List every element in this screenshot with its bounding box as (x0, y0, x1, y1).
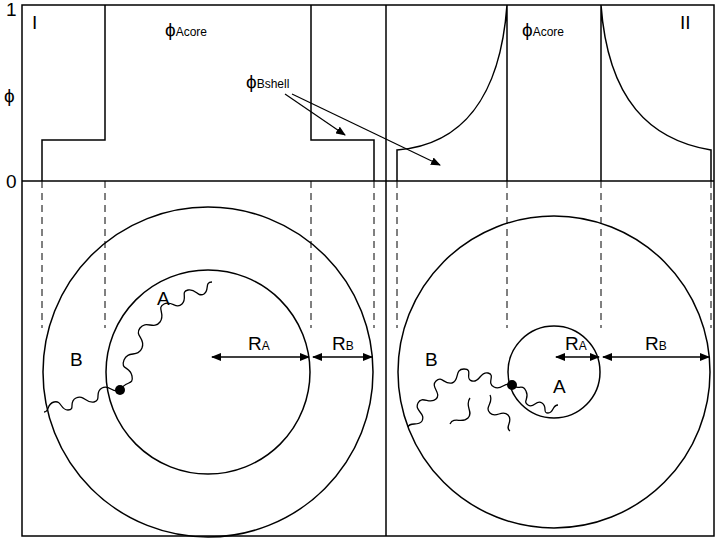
circle-outline (397, 215, 711, 529)
circle-region: BA (42, 206, 374, 538)
zero-axis (22, 180, 714, 182)
dimension-label: RA (565, 334, 587, 353)
label-holder: 1 (6, 0, 17, 19)
label-holder: ϕAcore (165, 20, 207, 39)
label-holder: RB (645, 334, 667, 353)
axis-tick: 1 (6, 0, 17, 20)
axis-tick: 0 (6, 171, 17, 192)
polymer-chain (408, 369, 512, 431)
block-label: A (553, 377, 566, 396)
label-holder: 0 (6, 172, 17, 191)
label-holder: RA (565, 334, 587, 353)
circle-outline (105, 269, 311, 475)
label-holder: ϕ (4, 86, 15, 105)
dimension-label: RB (645, 334, 667, 353)
profile-curve (42, 5, 374, 181)
dimension-label: RA (248, 334, 270, 353)
panel-label: II (680, 12, 691, 33)
axis-label: ϕ (4, 85, 15, 106)
guide-lines (42, 181, 711, 328)
dimension-label: RB (332, 334, 354, 353)
profile-curve (397, 5, 711, 181)
label-holder: ϕAcore (522, 20, 564, 39)
label-holder: I (32, 13, 37, 32)
radius-arrow (212, 356, 309, 358)
panel-label: I (32, 12, 37, 33)
circle-region: BA (397, 215, 711, 529)
region-label: ϕBshell (246, 72, 289, 91)
radius-arrow (556, 356, 599, 358)
region-label: ϕAcore (522, 20, 564, 39)
polymer-chain (512, 385, 558, 413)
circle-outline (507, 325, 601, 419)
block-label: B (425, 350, 438, 369)
radius-arrow (603, 356, 709, 358)
block-label: A (157, 289, 170, 308)
panel-divider (385, 5, 387, 536)
label-holder: ϕBshell (246, 72, 289, 91)
label-holder: RB (332, 334, 354, 353)
radius-arrow (313, 356, 372, 358)
circle-outline (42, 206, 374, 538)
junction-point (115, 385, 125, 395)
frame (22, 5, 714, 536)
polymer-chain (44, 387, 120, 412)
block-label: B (70, 350, 83, 369)
circle-region: A (105, 269, 311, 475)
label-holder: RA (248, 334, 270, 353)
label-holder: II (680, 13, 691, 32)
polymer-chain (120, 282, 212, 390)
circle-region: A (507, 325, 601, 419)
region-label: ϕAcore (165, 20, 207, 39)
leader-arrow (292, 94, 440, 165)
